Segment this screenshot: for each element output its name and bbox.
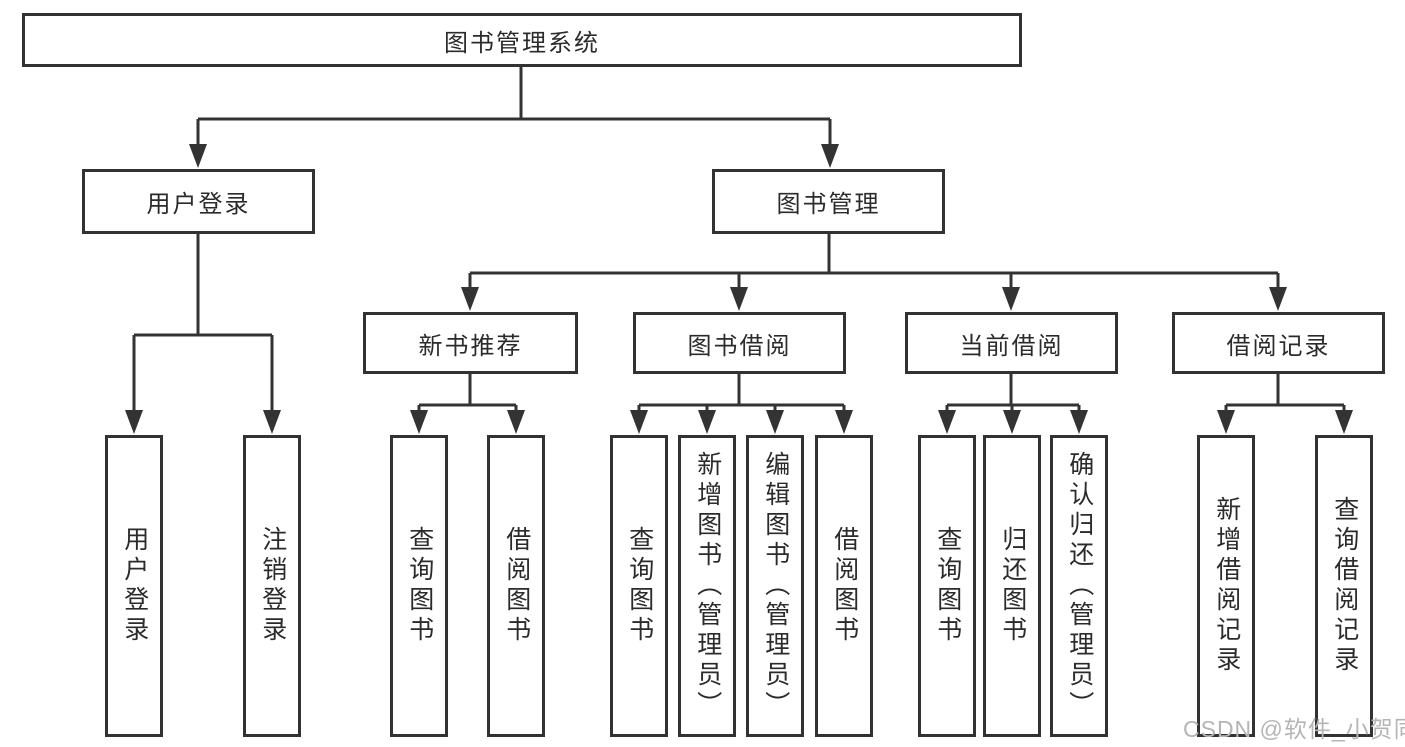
leaf-query-borrow-record: 查询借阅记录 <box>1315 435 1373 737</box>
leaf-query-books-current: 查询图书 <box>918 435 976 737</box>
leaf-query-books-recommend: 查询图书 <box>390 435 448 737</box>
watermark: CSDN @软件_小贺同学 <box>1183 716 1405 742</box>
node-book-borrow: 图书借阅 <box>633 312 846 374</box>
leaf-borrow-books: 借阅图书 <box>815 435 873 737</box>
node-root-system: 图书管理系统 <box>22 13 1022 67</box>
node-book-management: 图书管理 <box>712 169 945 234</box>
tree-edges <box>132 67 1346 416</box>
leaf-add-borrow-record: 新增借阅记录 <box>1197 435 1255 737</box>
node-user-login: 用户登录 <box>82 169 315 234</box>
leaf-borrow-books-recommend: 借阅图书 <box>487 435 545 737</box>
leaf-return-books: 归还图书 <box>983 435 1041 737</box>
node-new-book-recommend: 新书推荐 <box>363 312 578 374</box>
leaf-add-books-admin: 新增图书（管理员） <box>678 435 736 737</box>
leaf-edit-books-admin: 编辑图书（管理员） <box>746 435 804 737</box>
leaf-query-books-borrow: 查询图书 <box>610 435 668 737</box>
node-current-borrow: 当前借阅 <box>905 312 1118 374</box>
leaf-confirm-return-admin: 确认归还（管理员） <box>1050 435 1108 737</box>
leaf-logout: 注销登录 <box>243 435 301 737</box>
node-borrow-records: 借阅记录 <box>1172 312 1385 374</box>
leaf-user-login: 用户登录 <box>105 435 163 737</box>
